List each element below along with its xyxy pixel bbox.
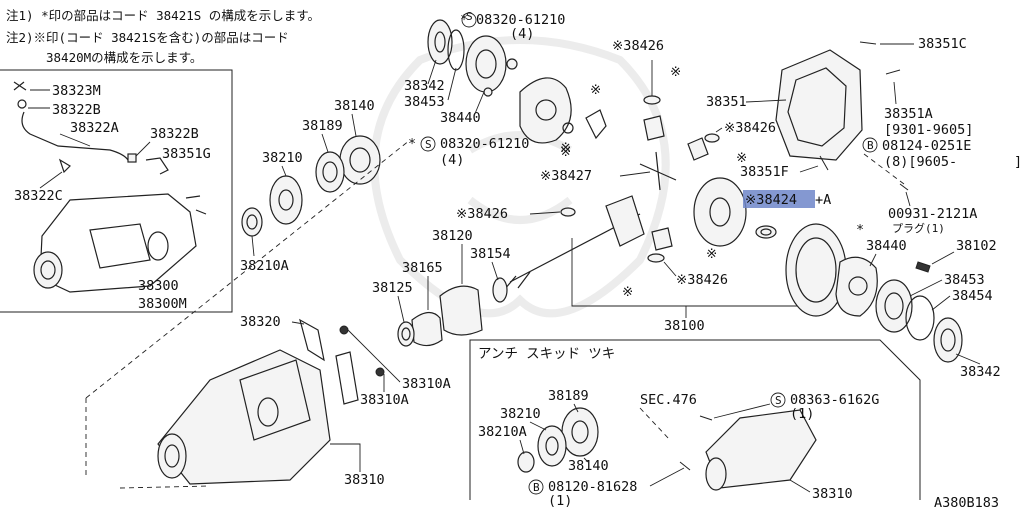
label-38426-c: ※38426 [456,206,508,222]
mark-kome-6: ※ [622,284,633,300]
inset-anti-skid: アンチ スキッド ツキ 38189 38210 38210A 38140 383… [469,339,921,509]
inset-title: アンチ スキッド ツキ [478,346,615,362]
inset-label-38310: 38310 [812,486,853,502]
s-mark-top: S [466,10,473,23]
label-38310: 38310 [344,472,385,488]
label-38300M: 38300M [138,296,187,312]
mark-kome-4: ※ [736,150,747,166]
flange-bearing-group: 38140 38189 38210 38210A [240,98,381,274]
label-38351: 38351 [706,94,747,110]
label-bolt-cover-qty: (8)[9605- [884,154,957,170]
diagram-code: A380B183 [934,495,999,510]
label-38440-right: 38440 [866,238,907,254]
mark-kome-7: ※ [560,140,571,156]
inset-label-38189: 38189 [548,388,589,404]
inset-bolt-b-qty: (1) [548,493,572,509]
label-38310A-b: 38310A [360,392,409,408]
label-plug-part: 00931-2121A [888,206,977,222]
inset-sec-label: SEC.476 [640,392,697,408]
inset-bolt-b: 08120-81628 [548,479,637,495]
label-38351A: 38351A [884,106,933,122]
inset-label-38210A: 38210A [478,424,527,440]
label-38426-a: ※38426 [612,38,664,54]
label-38102: 38102 [956,238,997,254]
label-bolt-cover: 08124-0251E [882,138,971,154]
label-screw-mid: 08320-61210 [440,136,529,152]
label-38351A-range: [9301-9605] [884,122,973,138]
label-38453-right: 38453 [944,272,985,288]
label-screw-mid-qty: (4) [440,152,464,168]
label-38322B-a: 38322B [52,102,101,118]
label-38342-top: 38342 [404,78,445,94]
inset-bolt-s: 08363-6162G [790,392,879,408]
label-38310A-a: 38310A [402,376,451,392]
label-38426-d: ※38426 [676,272,728,288]
label-38351G: 38351G [162,146,211,162]
mark-kome-1: ※ [560,144,571,160]
b-mark-cover: B [867,139,874,152]
inset-label-38210: 38210 [500,406,541,422]
inset-b-mark: B [533,481,540,494]
carrier-housing-group: 38320 38310A 38310A 38310 [85,139,451,489]
label-38189: 38189 [302,118,343,134]
label-38426-b: ※38426 [724,120,776,136]
label-38300: 38300 [138,278,179,294]
label-38140: 38140 [334,98,375,114]
s-mark-mid: S [425,138,432,151]
note-1: 注1) *印の部品はコード 38421S の構成を示します。 [6,8,320,23]
rear-cover-group: 38351C 38351 38351A [9301-9605] B 08124-… [706,36,1022,235]
label-38322A: 38322A [70,120,119,136]
label-38323M: 38323M [52,83,101,99]
drive-pinion-group: 38120 38154 38165 38125 38100 [372,195,801,347]
label-38320: 38320 [240,314,281,330]
mark-kome-3: ※ [670,64,681,80]
inset-s-mark: S [775,394,782,407]
label-bolt-cover-end: ] [1014,154,1022,170]
label-38154: 38154 [470,246,511,262]
ring-gear-group: * 38440 38102 38453 38454 38342 [785,222,1001,380]
label-38351F: 38351F [740,164,789,180]
label-38322C: 38322C [14,188,63,204]
inset-label-38140: 38140 [568,458,609,474]
label-38210A: 38210A [240,258,289,274]
label-38100: 38100 [664,318,705,334]
diff-gears-group: ※38426 ※38426 ※38427 ※38426 ※38426 ※3842… [456,38,831,300]
highlight-38424 [743,190,815,208]
mark-star-top: * [460,12,468,28]
label-38125: 38125 [372,280,413,296]
mark-star-right: * [856,222,864,238]
note-3: 38420Mの構成を示します。 [46,50,202,65]
mark-kome-2: ※ [590,82,601,98]
label-38351C: 38351C [918,36,967,52]
notes-block: 注1) *印の部品はコード 38421S の構成を示します。 注2)※印(コード… [0,8,320,313]
label-38120: 38120 [432,228,473,244]
label-plug-name: プラグ(1) [892,221,945,235]
inset-breather: 38323M 38322B 38322A 38322B 38351G 38322… [13,81,211,312]
label-38440-top: 38440 [440,110,481,126]
label-screw-top: 08320-61210 [476,12,565,28]
label-38453-top: 38453 [404,94,445,110]
label-38454: 38454 [952,288,993,304]
label-38210: 38210 [262,150,303,166]
label-38427: ※38427 [540,168,592,184]
mark-star-mid: * [408,136,416,152]
label-38342-right: 38342 [960,364,1001,380]
label-38424-suffix: +A [815,192,831,208]
note-2: 注2)※印(コード 38421Sを含む)の部品はコード [6,30,289,45]
mark-kome-5: ※ [706,246,717,262]
pinion-parts-upper: * 08320-61210 S (4) 38342 38453 38440 * … [404,10,607,168]
label-38165: 38165 [402,260,443,276]
inset-bolt-s-qty: (1) [790,406,814,422]
label-38424: ※38424 [745,192,797,208]
label-38322B-b: 38322B [150,126,199,142]
label-screw-top-qty: (4) [510,26,534,42]
